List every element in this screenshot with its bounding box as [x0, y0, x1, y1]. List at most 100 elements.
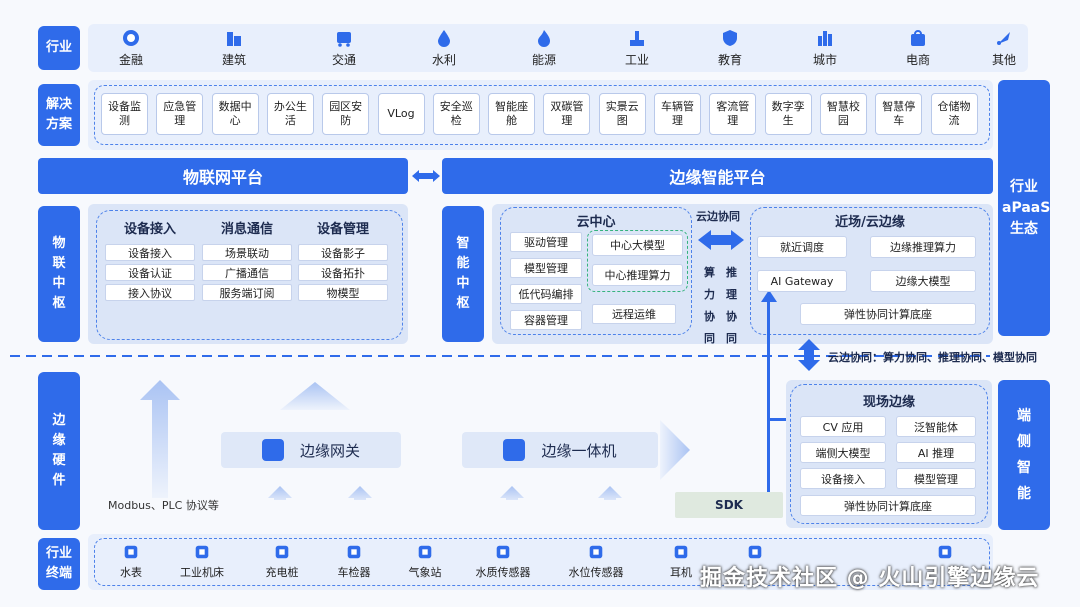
terminal-item: 气象站 [385, 543, 465, 580]
machine-icon [195, 545, 209, 559]
terminal-item [715, 543, 795, 564]
near-edge-item: 边缘推理算力 [870, 236, 976, 258]
solution-item: 园区安防 [322, 93, 370, 135]
industry-item: 交通 [319, 28, 369, 68]
solution-item: 设备监测 [101, 93, 148, 135]
terminal-item: 车检器 [314, 543, 394, 580]
earphone-icon [674, 545, 688, 559]
solution-item: 智慧停车 [875, 93, 923, 135]
industry-row [88, 24, 1028, 72]
industry-label: 电商 [905, 53, 930, 67]
row-label-solutions: 解决方案 [38, 84, 80, 146]
terminal-item: 水位传感器 [556, 543, 636, 580]
near-edge-item: 边缘大模型 [870, 270, 976, 292]
iot-group-item: 接入协议 [105, 284, 195, 301]
industry-item: 电商 [893, 28, 943, 68]
center-model-frame [587, 230, 688, 292]
row-label-edge-hw: 边缘硬件 [38, 372, 80, 530]
cloud-center-title: 云中心 [576, 215, 616, 230]
center-model-item: 中心推理算力 [592, 264, 683, 286]
iot-group-item: 设备拓扑 [298, 264, 388, 281]
solution-item: 智能座舱 [488, 93, 536, 135]
industry-item: 其他 [979, 28, 1029, 68]
protocol-note: Modbus、PLC 协议等 [108, 499, 219, 512]
terminal-item: 充电桩 [242, 543, 322, 580]
row-label-terminals: 行业终端 [38, 538, 80, 590]
edge-gateway: 边缘网关 [221, 432, 401, 468]
iot-hub-frame [96, 210, 403, 340]
vertical-sync-arrow-icon [798, 339, 820, 371]
industry-label: 其他 [991, 53, 1016, 67]
iot-group-title: 设备管理 [316, 222, 369, 237]
edge-all-in-one: 边缘一体机 [462, 432, 658, 468]
solutions-frame [94, 85, 990, 145]
industry-label: 交通 [331, 53, 356, 67]
terminal-item: 水表 [91, 543, 171, 580]
cloud-center-item: 低代码编排 [510, 284, 582, 304]
cloud-center-item: 容器管理 [510, 310, 582, 330]
inference-sync-vertical: 推理协同 [726, 266, 737, 345]
row-label-industry: 行业 [38, 26, 80, 70]
solution-item: 安全巡检 [432, 93, 480, 135]
solution-item: 办公生活 [266, 93, 314, 135]
traffic-icon [337, 32, 351, 47]
city-icon [818, 31, 832, 46]
edge-platform-banner: 边缘智能平台 [442, 158, 993, 194]
building-icon [227, 32, 241, 46]
coin-icon [123, 30, 139, 46]
industry-item: 建筑 [209, 28, 259, 68]
field-edge-item: CV 应用 [800, 416, 886, 437]
iot-group-item: 设备接入 [105, 244, 195, 261]
industry-label: 能源 [531, 53, 556, 67]
connector-branch [767, 418, 791, 421]
row-label-end-smart: 端侧智能 [998, 380, 1050, 530]
field-edge-item: AI 推理 [896, 442, 976, 463]
solution-item: 应急管理 [156, 93, 204, 135]
near-edge-item: 就近调度 [757, 236, 847, 258]
terminal-label: 工业机床 [180, 566, 224, 579]
industry-label: 城市 [812, 53, 837, 67]
terminal-label: 水表 [120, 566, 142, 579]
solution-item: 车辆管理 [654, 93, 701, 135]
iot-group-title: 设备接入 [123, 222, 176, 237]
display-icon [938, 545, 952, 559]
compute-sync-vertical: 算力协同 [704, 266, 715, 345]
charger-icon [275, 545, 289, 559]
cloud-edge-divider [10, 355, 990, 357]
terminal-label: 车检器 [337, 566, 371, 579]
energy-icon [538, 30, 550, 47]
iot-group-item: 设备影子 [298, 244, 388, 261]
industry-label: 水利 [431, 53, 456, 67]
solution-item: 实景云图 [598, 93, 646, 135]
sdk-box: SDK [675, 492, 783, 518]
field-edge-base: 弹性协同计算底座 [800, 495, 976, 516]
up-arrow-icon [761, 290, 777, 302]
cloud-center-item: 驱动管理 [510, 232, 582, 252]
solution-item: VLog [377, 93, 425, 135]
near-edge-title: 近场/云边缘 [835, 215, 905, 230]
near-edge-frame [750, 207, 990, 335]
iot-group-item: 服务端订阅 [202, 284, 292, 301]
industry-item: 金融 [106, 28, 156, 68]
water-quality-icon [496, 545, 510, 559]
cloud-center-item: 远程运维 [592, 304, 676, 324]
meter-icon [124, 545, 138, 559]
database-icon [503, 439, 526, 461]
camera-icon [748, 545, 762, 559]
row-label-smart-hub: 智能中枢 [442, 206, 484, 342]
shop-icon [911, 30, 925, 46]
field-edge-item: 泛智能体 [896, 416, 976, 437]
iot-group-item: 场景联动 [202, 244, 292, 261]
vehicle-detector-icon [347, 545, 361, 559]
watermark: 掘金技术社区 @ 火山引擎边缘云 [700, 566, 1040, 591]
industry-item: 水利 [419, 28, 469, 68]
industry-icon [630, 31, 644, 46]
near-edge-base: 弹性协同计算底座 [800, 303, 976, 325]
industry-label: 金融 [118, 53, 143, 67]
sync-note: 云边协同：算力协同、推理协同、模型协同 [828, 351, 1037, 364]
solution-item: 仓储物流 [930, 93, 978, 135]
terminal-item: 耳机 [641, 543, 721, 580]
education-icon [723, 30, 737, 46]
iot-group-title: 消息通信 [220, 222, 273, 237]
field-edge-item: 设备接入 [800, 468, 886, 489]
